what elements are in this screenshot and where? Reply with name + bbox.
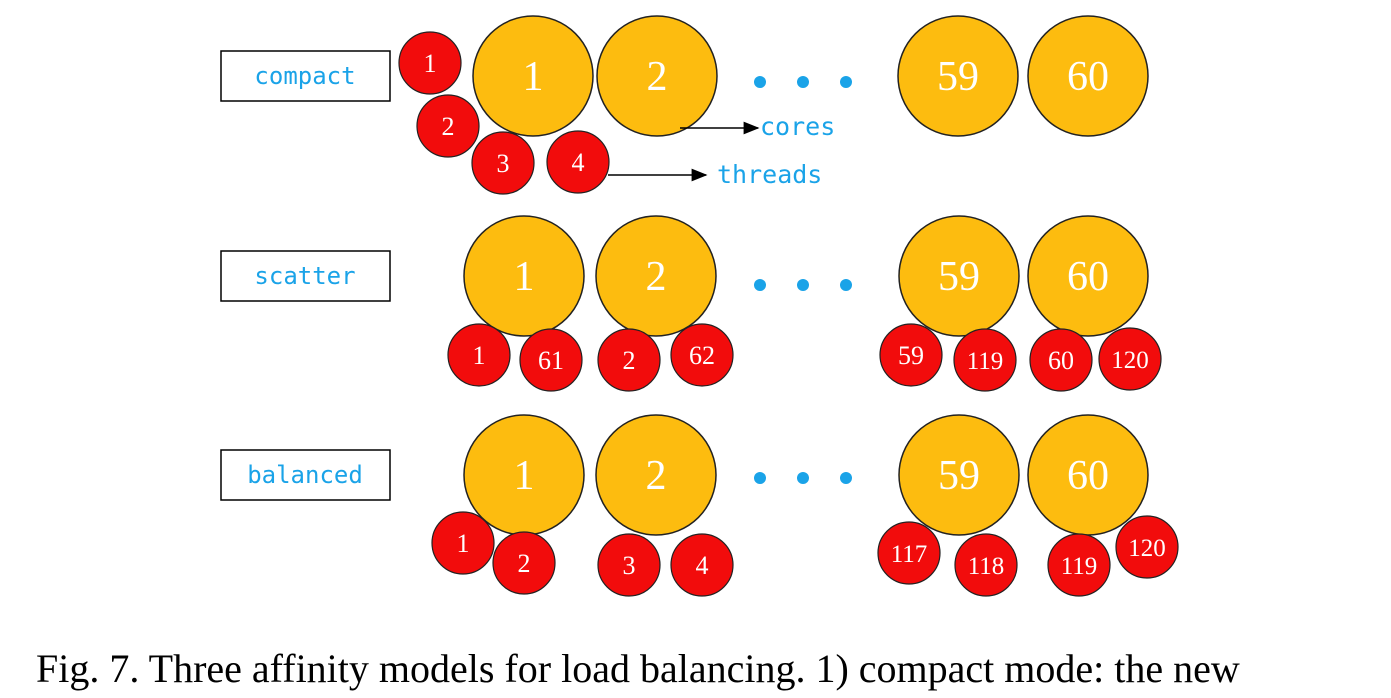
core-label: 2 — [646, 453, 667, 499]
thread-2 — [597, 328, 661, 392]
thread-label: 4 — [696, 551, 709, 580]
core-label: 59 — [938, 254, 980, 300]
thread-label: 3 — [623, 551, 636, 580]
thread-label: 120 — [1128, 535, 1166, 562]
thread-1 — [431, 511, 495, 575]
thread-label: 118 — [968, 553, 1005, 580]
mode-label-box-compact — [220, 50, 391, 102]
core-1 — [472, 15, 594, 137]
core-2 — [595, 215, 717, 337]
thread-61 — [519, 328, 583, 392]
core-label: 59 — [938, 453, 980, 499]
thread-4 — [670, 533, 734, 597]
threads-annotation: threads — [717, 160, 822, 189]
mode-label-box-balanced — [220, 449, 391, 501]
thread-118 — [954, 533, 1018, 597]
core-label: 2 — [647, 54, 668, 100]
thread-1 — [447, 323, 511, 387]
core-label: 59 — [937, 54, 979, 100]
ellipsis-dot — [797, 76, 809, 88]
thread-label: 2 — [623, 346, 636, 375]
thread-60 — [1029, 328, 1093, 392]
core-2 — [595, 414, 717, 536]
thread-2 — [492, 531, 556, 595]
mode-label-box-scatter — [220, 250, 391, 302]
thread-label: 60 — [1048, 346, 1074, 375]
core-59 — [898, 414, 1020, 536]
ellipsis-dot — [797, 472, 809, 484]
thread-label: 4 — [572, 148, 585, 177]
thread-59 — [879, 323, 943, 387]
cores-annotation: cores — [760, 112, 835, 141]
core-label: 2 — [646, 254, 667, 300]
mode-label-scatter: scatter — [254, 262, 355, 290]
core-1 — [463, 215, 585, 337]
thread-120 — [1098, 327, 1162, 391]
thread-119 — [953, 328, 1017, 392]
thread-3 — [471, 131, 535, 195]
core-59 — [898, 215, 1020, 337]
core-2 — [596, 15, 718, 137]
thread-1 — [398, 31, 462, 95]
thread-2 — [416, 94, 480, 158]
thread-label: 61 — [538, 346, 564, 375]
thread-62 — [670, 323, 734, 387]
ellipsis-dot — [754, 279, 766, 291]
thread-label: 1 — [473, 341, 486, 370]
core-label: 60 — [1067, 54, 1109, 100]
thread-120 — [1115, 515, 1179, 579]
thread-label: 1 — [457, 529, 470, 558]
mode-label-balanced: balanced — [247, 461, 363, 489]
core-label: 1 — [523, 54, 544, 100]
core-59 — [897, 15, 1019, 137]
ellipsis-dot — [754, 472, 766, 484]
mode-label-compact: compact — [254, 62, 355, 90]
thread-label: 117 — [891, 541, 928, 568]
ellipsis-dot — [797, 279, 809, 291]
core-60 — [1027, 215, 1149, 337]
thread-label: 62 — [689, 341, 715, 370]
core-60 — [1027, 15, 1149, 137]
thread-3 — [597, 533, 661, 597]
thread-label: 120 — [1111, 347, 1149, 374]
core-label: 1 — [514, 453, 535, 499]
ellipsis-dot — [754, 76, 766, 88]
ellipsis-dot — [840, 472, 852, 484]
ellipsis-dot — [840, 76, 852, 88]
thread-label: 1 — [424, 49, 437, 78]
core-label: 60 — [1067, 453, 1109, 499]
thread-label: 2 — [442, 112, 455, 141]
ellipsis-dot — [840, 279, 852, 291]
affinity-diagram: compact scatter balanced 1 2 59 60 1 2 59 60 1 2 59 6… — [220, 15, 1179, 597]
thread-label: 2 — [518, 549, 531, 578]
core-label: 60 — [1067, 254, 1109, 300]
thread-label: 119 — [967, 348, 1004, 375]
thread-label: 119 — [1061, 553, 1098, 580]
thread-119 — [1047, 533, 1111, 597]
core-label: 1 — [514, 254, 535, 300]
thread-4 — [546, 130, 610, 194]
thread-label: 3 — [497, 149, 510, 178]
thread-117 — [877, 521, 941, 585]
figure-caption: Fig. 7. Three affinity models for load b… — [36, 646, 1240, 691]
thread-label: 59 — [898, 341, 924, 370]
